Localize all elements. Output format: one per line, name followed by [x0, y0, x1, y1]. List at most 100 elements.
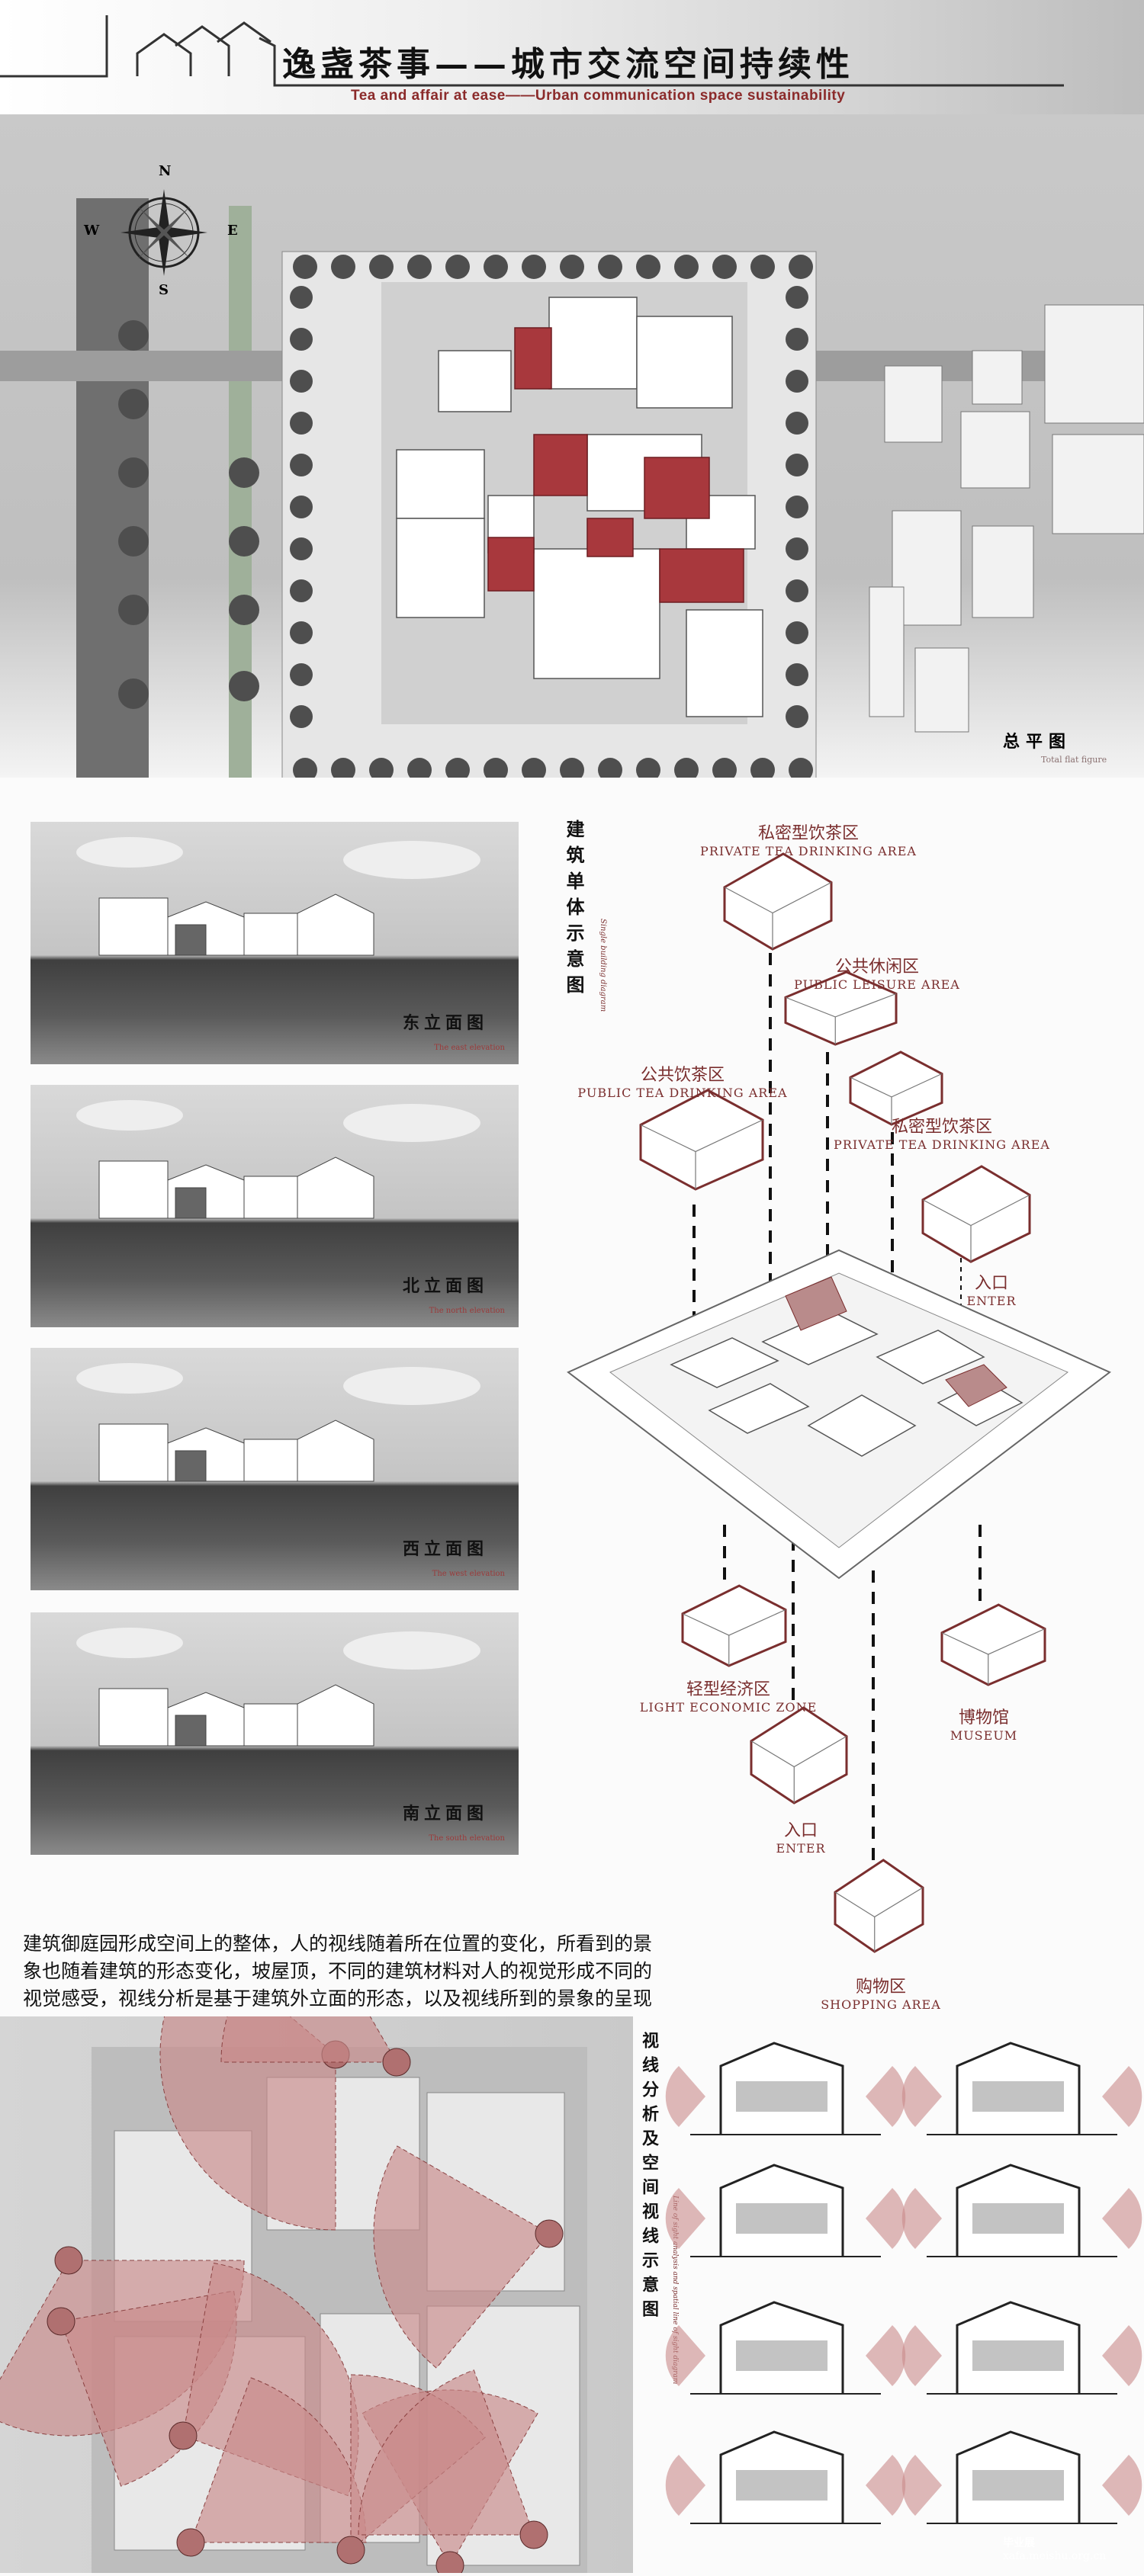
zone-label-cn: 入口 [974, 1274, 1008, 1293]
tree [293, 758, 317, 778]
zone-label-en: ENTER [966, 1294, 1017, 1308]
page-subtitle: Tea and affair at ease——Urban communicat… [351, 88, 846, 104]
elevation-label-en: The west elevation [432, 1570, 505, 1578]
tree [750, 758, 775, 778]
tree [331, 758, 355, 778]
elevation-label-en: The south elevation [429, 1834, 505, 1843]
elevation-label: 东立面图 [402, 1013, 488, 1033]
section-diagram [901, 2042, 1142, 2135]
tree [118, 595, 149, 625]
compass-w: W [84, 223, 100, 239]
zone-label-en: PRIVATE TEA DRINKING AREA [700, 844, 917, 858]
section-diagram [665, 2164, 906, 2257]
zone-label-en: MUSEUM [950, 1728, 1018, 1743]
watermark-name: 毕业展 [1003, 2537, 1035, 2549]
section-diagram [665, 2301, 906, 2395]
zone-label-cn: 私密型饮茶区 [757, 824, 859, 843]
building-outline [784, 970, 898, 1046]
zone-label-cn: 轻型经济区 [686, 1680, 770, 1699]
tree [118, 389, 149, 419]
tree [290, 621, 313, 644]
tree [118, 457, 149, 488]
tree [636, 758, 660, 778]
tree [331, 255, 355, 279]
tree [445, 758, 470, 778]
elevation-label: 西立面图 [402, 1539, 488, 1559]
tree [560, 255, 584, 279]
zone-label-en: LIGHT ECONOMIC ZONE [639, 1700, 818, 1715]
tree [789, 255, 813, 279]
building-outline [834, 1859, 924, 1953]
tree [290, 705, 313, 728]
skyline-line-art [0, 15, 1064, 87]
tree [229, 526, 259, 557]
viewpoint-marker [535, 2219, 564, 2248]
tree [636, 255, 660, 279]
tree [290, 537, 313, 560]
tree [290, 454, 313, 476]
tree [229, 671, 259, 701]
description-line: 象也随着建筑的形态变化，坡屋顶，不同的建筑材料对人的视觉形成不同的 [23, 1960, 653, 1982]
tree [674, 758, 699, 778]
tree [786, 286, 808, 309]
viewpoint-marker [47, 2307, 76, 2336]
description: 建筑御庭园形成空间上的整体，人的视线随着所在位置的变化，所看到的景 象也随着建筑… [23, 1930, 656, 2013]
axonometric-title-en: Single building diagram [599, 919, 607, 1012]
tree [712, 758, 737, 778]
zone-label-en: PUBLIC TEA DRINKING AREA [577, 1086, 788, 1100]
zone-label-en: PRIVATE TEA DRINKING AREA [834, 1137, 1050, 1152]
viewpoint-marker [169, 2421, 198, 2450]
description-line: 建筑御庭园形成空间上的整体，人的视线随着所在位置的变化，所看到的景 [23, 1933, 653, 1955]
tree [560, 758, 584, 778]
compass-rose-icon [121, 189, 207, 276]
site-plan-label: 总平图 [1003, 732, 1072, 752]
site-massing [670, 1310, 1023, 1457]
isometric-buildings [639, 852, 1046, 1953]
tree [369, 758, 394, 778]
viewpoint-marker [336, 2536, 365, 2565]
building-outline [849, 1051, 943, 1126]
section-diagram [665, 2430, 906, 2524]
zone-label-cn: 私密型饮茶区 [891, 1118, 992, 1137]
site-plan-label-en: Total flat figure [1041, 755, 1107, 765]
compass: N E S W [84, 163, 238, 298]
tree [786, 663, 808, 686]
tree [118, 526, 149, 557]
tree [290, 328, 313, 351]
zone-label-cn: 入口 [783, 1821, 818, 1840]
trees [118, 255, 813, 778]
tree [293, 255, 317, 279]
tree [712, 255, 737, 279]
zone-label-en: ENTER [776, 1841, 826, 1856]
elevation-panel: 西立面图 The west elevation [31, 1348, 519, 1590]
tree [290, 663, 313, 686]
buildings [396, 297, 763, 717]
site-red-elements [785, 1276, 1007, 1407]
viewpoint-marker [382, 2048, 411, 2077]
tree [369, 255, 394, 279]
building-outline [940, 1603, 1046, 1686]
zone-label-cn: 公共休闲区 [834, 958, 919, 977]
tree [786, 537, 808, 560]
watermark-url: xafa.meishu.org.cn [1003, 2550, 1107, 2562]
tree [598, 758, 622, 778]
viewpoint-marker [519, 2520, 548, 2549]
sight-cone [373, 2145, 550, 2369]
tree [786, 328, 808, 351]
tree [786, 621, 808, 644]
tree [786, 370, 808, 393]
zone-label-cn: 公共饮茶区 [640, 1066, 725, 1085]
viewpoint-marker [54, 2246, 83, 2275]
section-diagram [901, 2430, 1142, 2524]
building-outline [681, 1584, 787, 1667]
